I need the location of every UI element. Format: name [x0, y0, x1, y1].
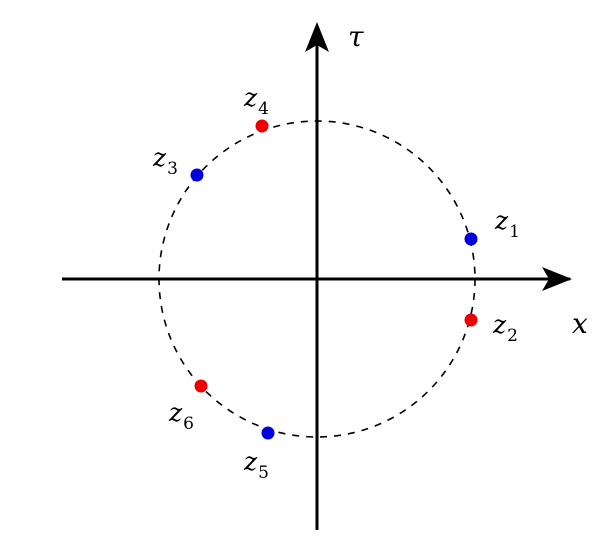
point-label-subscript: 3 [167, 159, 178, 179]
point-z1-label: z1 [494, 206, 520, 242]
point-label-subscript: 2 [507, 326, 518, 346]
point-label-main: z [152, 143, 167, 172]
point-z6: z6 [168, 379, 208, 434]
point-z3: z3 [152, 143, 204, 182]
point-z2-marker [464, 313, 478, 327]
point-label-subscript: 4 [258, 99, 269, 119]
point-z4-label: z4 [243, 83, 269, 119]
vertical-axis-label: τ [348, 20, 364, 53]
horizontal-axis-arrowhead [542, 267, 572, 291]
point-z4: z4 [243, 83, 269, 133]
point-z3-label: z3 [152, 143, 178, 179]
vertical-axis-arrowhead [305, 22, 329, 52]
point-z4-marker [255, 119, 269, 133]
point-label-main: z [243, 83, 258, 112]
point-label-subscript: 1 [509, 222, 520, 242]
point-z1-marker [464, 232, 478, 246]
point-label-main: z [168, 398, 183, 427]
point-z5-label: z5 [243, 447, 269, 483]
point-label-subscript: 5 [258, 463, 269, 483]
point-z6-marker [194, 379, 208, 393]
point-z1: z1 [464, 206, 520, 246]
point-z2: z2 [464, 310, 518, 346]
point-label-main: z [494, 206, 509, 235]
point-label-main: z [492, 310, 507, 339]
point-z3-marker [190, 168, 204, 182]
point-z5-marker [261, 426, 275, 440]
point-label-subscript: 6 [183, 414, 194, 434]
point-z6-label: z6 [168, 398, 194, 434]
horizontal-axis-label: x [572, 307, 588, 340]
point-label-main: z [243, 447, 258, 476]
point-z5: z5 [243, 426, 275, 483]
point-z2-label: z2 [492, 310, 518, 346]
